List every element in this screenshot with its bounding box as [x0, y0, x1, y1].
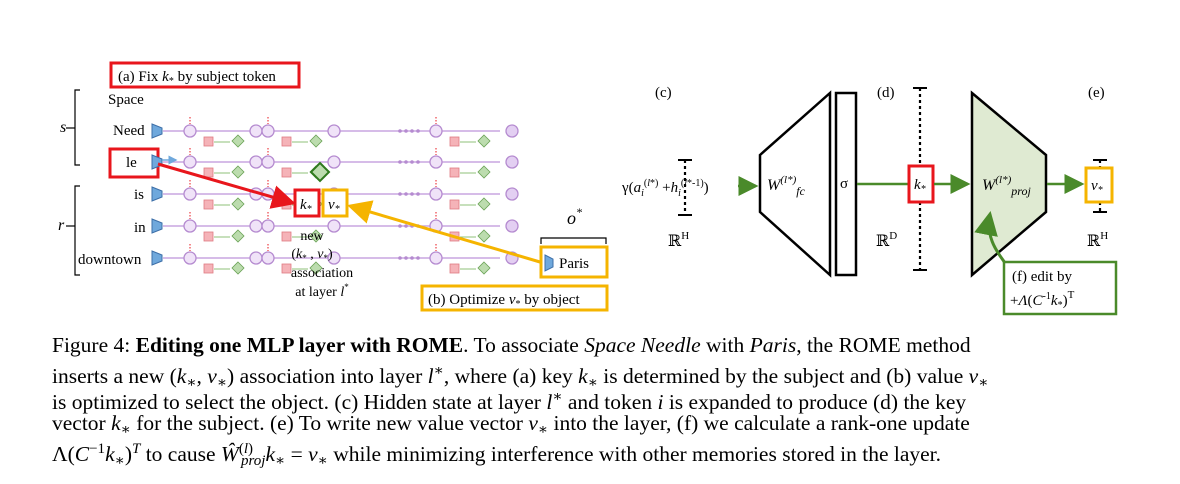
token-in: in — [134, 220, 146, 236]
assoc-new: new — [300, 229, 324, 244]
panel-c-d-e: (c) (d) (e) γ(ai(l*) +hi(l*-1)) ℝH W(l*)… — [621, 85, 1118, 316]
embed-icon — [151, 186, 163, 202]
hidden-node — [261, 155, 275, 169]
caption-line-4: vector k∗ for the subject. (e) To write … — [52, 411, 970, 438]
yellow-arrow — [347, 200, 541, 264]
sigma-label: σ — [840, 176, 848, 192]
label-d: (d) — [877, 85, 895, 101]
caption-figure-number: Figure 4: — [52, 333, 131, 357]
hidden-node — [429, 124, 443, 138]
caption-line-5: Λ(C−1k∗)T to cause Ŵ(l)projk∗ = v∗ while… — [52, 441, 942, 469]
space-h2: ℝH — [1087, 230, 1108, 250]
edit-label-1: (f) edit by — [1012, 269, 1072, 285]
k-box-right — [907, 164, 935, 204]
assoc-layer: at layer l* — [295, 282, 349, 300]
hidden-node — [261, 124, 275, 138]
space-d: ℝD — [876, 230, 897, 250]
hidden-node — [261, 251, 275, 265]
v-box — [321, 188, 349, 218]
label-e: (e) — [1088, 85, 1105, 101]
v-box-right — [1084, 166, 1114, 204]
hidden-node — [429, 187, 443, 201]
edited-mlp-node — [309, 161, 331, 183]
k-label: k* — [300, 197, 312, 215]
rome-figure: (a) Fix k* by subject token s r Space Ne… — [58, 61, 1118, 316]
hidden-node — [429, 155, 443, 169]
o-bracket — [540, 237, 607, 244]
red-arrow — [157, 162, 296, 209]
edit-box — [1002, 260, 1118, 316]
optimize-box — [420, 284, 609, 312]
embed-icon — [151, 154, 163, 170]
embed-icon — [151, 123, 163, 139]
caption-bold-title: Editing one MLP layer with ROME — [135, 333, 464, 357]
k-box — [293, 188, 321, 218]
sigma-box — [834, 91, 858, 277]
caption-line-2: inserts a new (k∗, v∗) association into … — [52, 363, 989, 391]
token-space: Space — [108, 92, 144, 108]
panel-a-b: (a) Fix k* by subject token s r Space Ne… — [58, 61, 609, 312]
label-c: (c) — [655, 85, 672, 101]
edit-label-2: +Λ(C-1k*)T — [1010, 289, 1075, 311]
s-label: s — [60, 119, 66, 136]
paris-label: Paris — [559, 256, 589, 272]
hidden-node — [183, 155, 197, 169]
optimize-label: (b) Optimize v* by object — [428, 292, 580, 310]
hidden-node — [261, 219, 275, 233]
space-h1: ℝH — [668, 230, 689, 250]
token-need: Need — [113, 123, 145, 139]
assoc-kv: (k* , v*) — [291, 247, 333, 263]
embed-icon — [151, 218, 163, 234]
v-label: v* — [328, 197, 340, 215]
r-label: r — [58, 217, 65, 234]
r-bracket — [74, 185, 80, 276]
fix-label-box — [109, 61, 301, 89]
hidden-node — [183, 251, 197, 265]
fix-label: (a) Fix k* by subject token — [118, 69, 276, 87]
token-downtown: downtown — [78, 252, 142, 268]
paris-unembed-icon — [544, 254, 554, 272]
hidden-node — [183, 187, 197, 201]
caption-line-3: is optimized to select the object. (c) H… — [52, 389, 967, 414]
v-label-right: v* — [1091, 178, 1103, 196]
k-label-right: k* — [914, 177, 926, 195]
caption-line-1: Figure 4: Editing one MLP layer with ROM… — [52, 333, 971, 357]
embed-icon — [151, 250, 163, 266]
hidden-node — [183, 219, 197, 233]
s-bracket — [74, 89, 80, 166]
o-star-label: o* — [567, 205, 582, 228]
hidden-node — [429, 251, 443, 265]
gamma-expr: γ(ai(l*) +hi(l*-1)) — [621, 178, 709, 199]
assoc-word: association — [291, 266, 353, 281]
token-le: le — [126, 155, 137, 171]
w-fc-trapezoid — [758, 90, 832, 278]
token-is: is — [134, 187, 144, 203]
hidden-node — [183, 124, 197, 138]
